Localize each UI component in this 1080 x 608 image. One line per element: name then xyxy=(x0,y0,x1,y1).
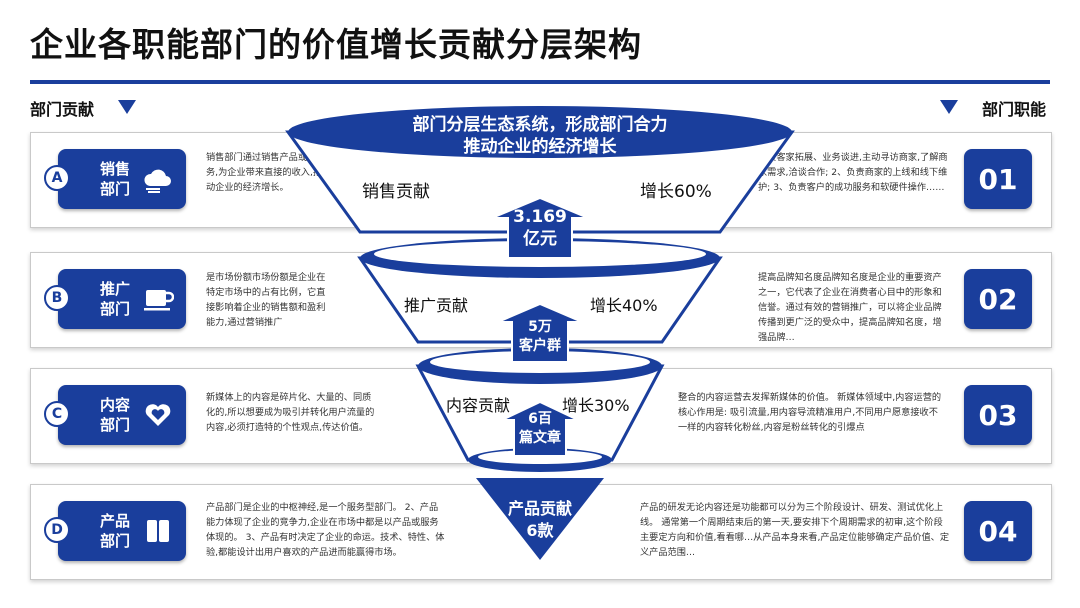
page-title: 企业各职能部门的价值增长贡献分层架构 xyxy=(30,25,642,64)
funnel-top-ellipse xyxy=(288,106,792,158)
row-left-description: 销售部门通过销售产品或服务,为企业带来直接的收入,推动企业的经济增长。 xyxy=(206,152,323,193)
funnel-top-line2: 推动企业的经济增长 xyxy=(463,137,617,157)
sales-arrow-value: 3.169 亿元 xyxy=(513,207,567,249)
triangle-down-icon xyxy=(118,100,136,114)
row-left-description: 产品部门是企业的中枢神经,是一个服务型部门。 2、产品能力体现了企业的竞争力,企… xyxy=(206,502,445,558)
row-number: 04 xyxy=(964,501,1032,561)
coffee-cup-icon xyxy=(144,290,174,311)
row-letter: B xyxy=(44,285,70,311)
funnel-bottom-cone xyxy=(476,478,604,560)
row-number: 03 xyxy=(964,385,1032,445)
book-icon xyxy=(147,520,169,542)
badge-product: 产品 部门 xyxy=(58,501,186,561)
title-divider xyxy=(30,80,1050,84)
badge-content: 内容 部门 xyxy=(58,385,186,445)
product-contribution-label: 产品贡献 6款 xyxy=(507,499,572,540)
arrow-up-icon xyxy=(501,400,579,457)
triangle-down-icon xyxy=(940,100,958,114)
row-right-description: 提高品牌知名度品牌知名度是企业的重要资产之一，它代表了企业在消费者心目中的形象和… xyxy=(758,272,942,343)
arrow-up-icon xyxy=(491,196,589,259)
row-letter: D xyxy=(44,517,70,543)
promotion-contribution-label: 推广贡献 xyxy=(404,296,469,315)
badge-promotion: 推广 部门 xyxy=(58,269,186,329)
funnel-top-line1: 部门分层生态系统，形成部门合力 xyxy=(412,115,668,135)
promotion-arrow-value: 5万 客户群 xyxy=(519,319,561,354)
header-function: 部门职能 xyxy=(981,100,1046,119)
row-number: 01 xyxy=(964,149,1032,209)
content-arrow-value: 6百 篇文章 xyxy=(519,411,561,446)
badge-label: 产品 部门 xyxy=(100,512,131,550)
content-growth-label: 增长30% xyxy=(562,396,630,415)
cloud-icon xyxy=(144,169,171,193)
promotion-growth-label: 增长40% xyxy=(590,296,658,315)
arrow-up-icon xyxy=(497,302,583,363)
row-right-description: 产品的研发无论内容还是功能都可以分为三个阶段设计、研发、测试优化上线。 通常第一… xyxy=(640,502,950,558)
row-letter: C xyxy=(44,401,70,427)
row-number: 02 xyxy=(964,269,1032,329)
row-left-description: 新媒体上的内容是碎片化、大量的、同质化的,所以想要成为吸引并转化用户流量的内容,… xyxy=(206,392,375,433)
row-letter: A xyxy=(44,165,70,191)
badge-sales: 销售 部门 xyxy=(58,149,186,209)
badge-label: 内容 部门 xyxy=(100,396,131,434)
hands-heart-icon xyxy=(145,404,171,426)
row-left-description: 是市场份额市场份额是企业在特定市场中的占有比例，它直接影响着企业的销售额和盈利能… xyxy=(206,272,326,328)
sales-contribution-label: 销售贡献 xyxy=(362,182,430,202)
content-contribution-label: 内容贡献 xyxy=(446,396,511,415)
funnel-top-text: 部门分层生态系统，形成部门合力推动企业的经济增长 xyxy=(340,114,740,158)
sales-growth-label: 增长60% xyxy=(640,182,712,202)
row-right-description: 负责客家拓展、业务谈进,主动寻访商家,了解商家需求,洽谈合作; 2、负责商家的上… xyxy=(758,152,948,193)
badge-label: 推广 部门 xyxy=(100,280,131,318)
badge-label: 销售 部门 xyxy=(100,160,131,198)
header-contribution: 部门贡献 xyxy=(30,100,95,119)
row-right-description: 整合的内容运营去发挥新媒体的价值。 新媒体领域中,内容运营的核心作用是: 吸引流… xyxy=(678,392,942,433)
